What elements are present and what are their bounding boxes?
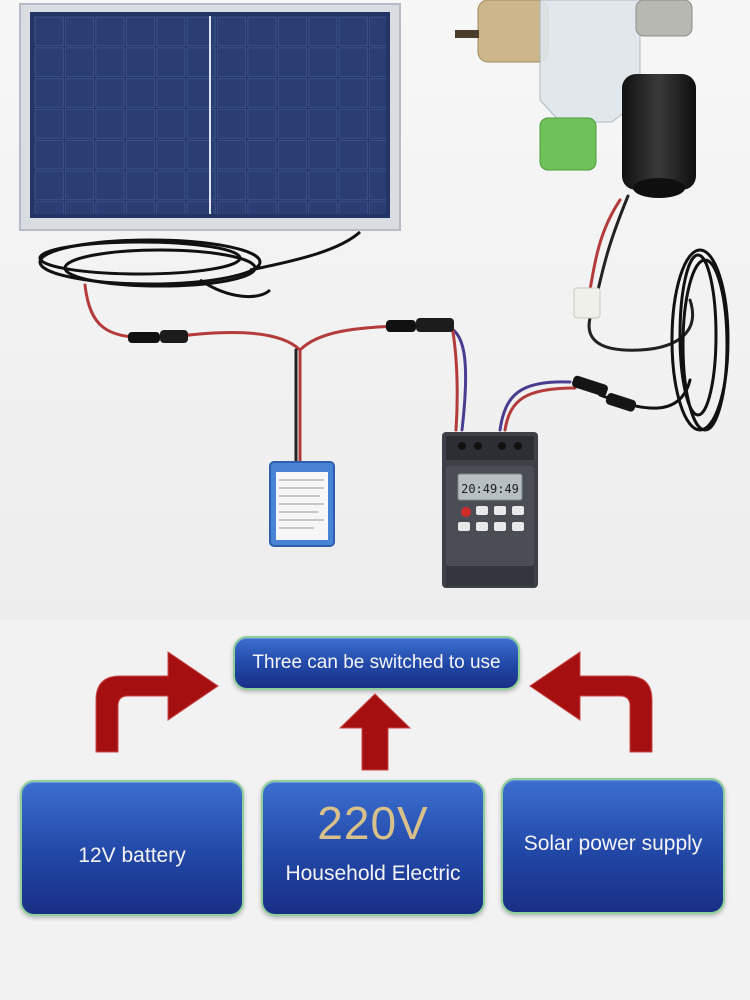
solar-panel-image <box>19 3 401 231</box>
middle-arrow <box>338 693 412 771</box>
panel-cable-image <box>38 230 362 299</box>
household-label: Household Electric <box>285 862 461 885</box>
battery-option-box: 12V battery <box>20 780 244 916</box>
battery-label: 12V battery <box>78 844 186 867</box>
left-arrow <box>95 651 219 753</box>
product-photo: 20:49:49 <box>0 0 750 620</box>
timer-display: 20:49:49 <box>461 482 519 496</box>
voltage-label: 220V <box>317 797 429 849</box>
switch-label: Three can be switched to use <box>252 652 501 673</box>
timer-switch-image: 20:49:49 <box>442 432 538 588</box>
household-option-box: 220V Household Electric <box>261 780 485 916</box>
coil-cable-image <box>670 248 730 432</box>
solar-label: Solar power supply <box>523 832 703 855</box>
battery-pack-image <box>269 461 335 547</box>
arrows-diagram <box>95 651 653 771</box>
solar-option-box: Solar power supply <box>501 778 725 914</box>
switch-label-box: Three can be switched to use <box>233 636 520 690</box>
pump-motor-image <box>455 0 696 198</box>
right-arrow <box>529 651 653 753</box>
